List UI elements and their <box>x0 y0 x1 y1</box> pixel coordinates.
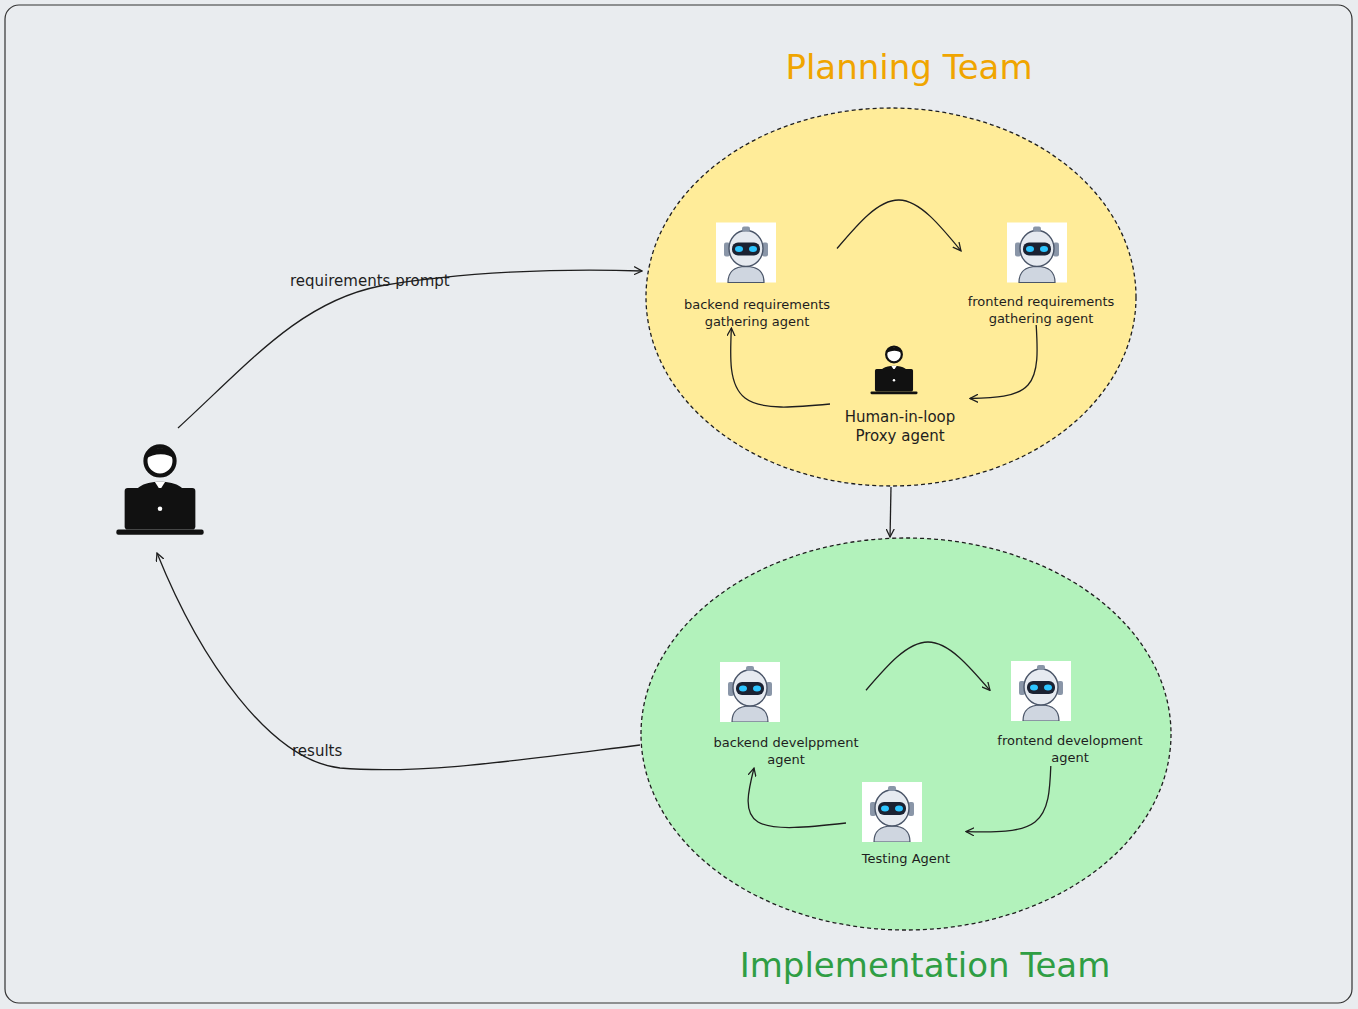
agent-label: Testing Agent <box>846 850 966 867</box>
agent-label: backend requirements gathering agent <box>677 296 837 330</box>
flow-label: results <box>292 742 342 760</box>
team-ellipse-shape <box>646 108 1136 486</box>
agent-label: frontend requirements gathering agent <box>961 293 1121 327</box>
flow-arrow <box>178 270 642 428</box>
team-title: Implementation Team <box>559 945 1291 985</box>
flow-arrow <box>157 553 640 770</box>
agent-label: frontend development agent <box>990 732 1150 766</box>
agent-node: Human-in-loop Proxy agent <box>830 338 970 448</box>
agent-node: Testing Agent <box>846 780 966 866</box>
team-ellipse: Planning Teambackend requirements gather… <box>645 107 1137 487</box>
agent-label: Human-in-loop Proxy agent <box>830 408 970 446</box>
team-ellipse: Implementation Teambackend develppment a… <box>640 537 1172 931</box>
agent-node: frontend development agent <box>990 661 1150 766</box>
agent-node: backend requirements gathering agent <box>677 222 837 328</box>
frame <box>5 5 1352 1003</box>
agent-node: frontend requirements gathering agent <box>961 222 1121 325</box>
team-title: Planning Team <box>563 47 1255 87</box>
agent-node: backend develppment agent <box>706 660 866 768</box>
user-icon <box>116 446 203 534</box>
flow-label: requirements prompt <box>290 272 450 290</box>
connector-arrow <box>889 487 891 537</box>
agent-label: backend develppment agent <box>706 734 866 768</box>
team-ellipse-shape <box>641 538 1171 930</box>
